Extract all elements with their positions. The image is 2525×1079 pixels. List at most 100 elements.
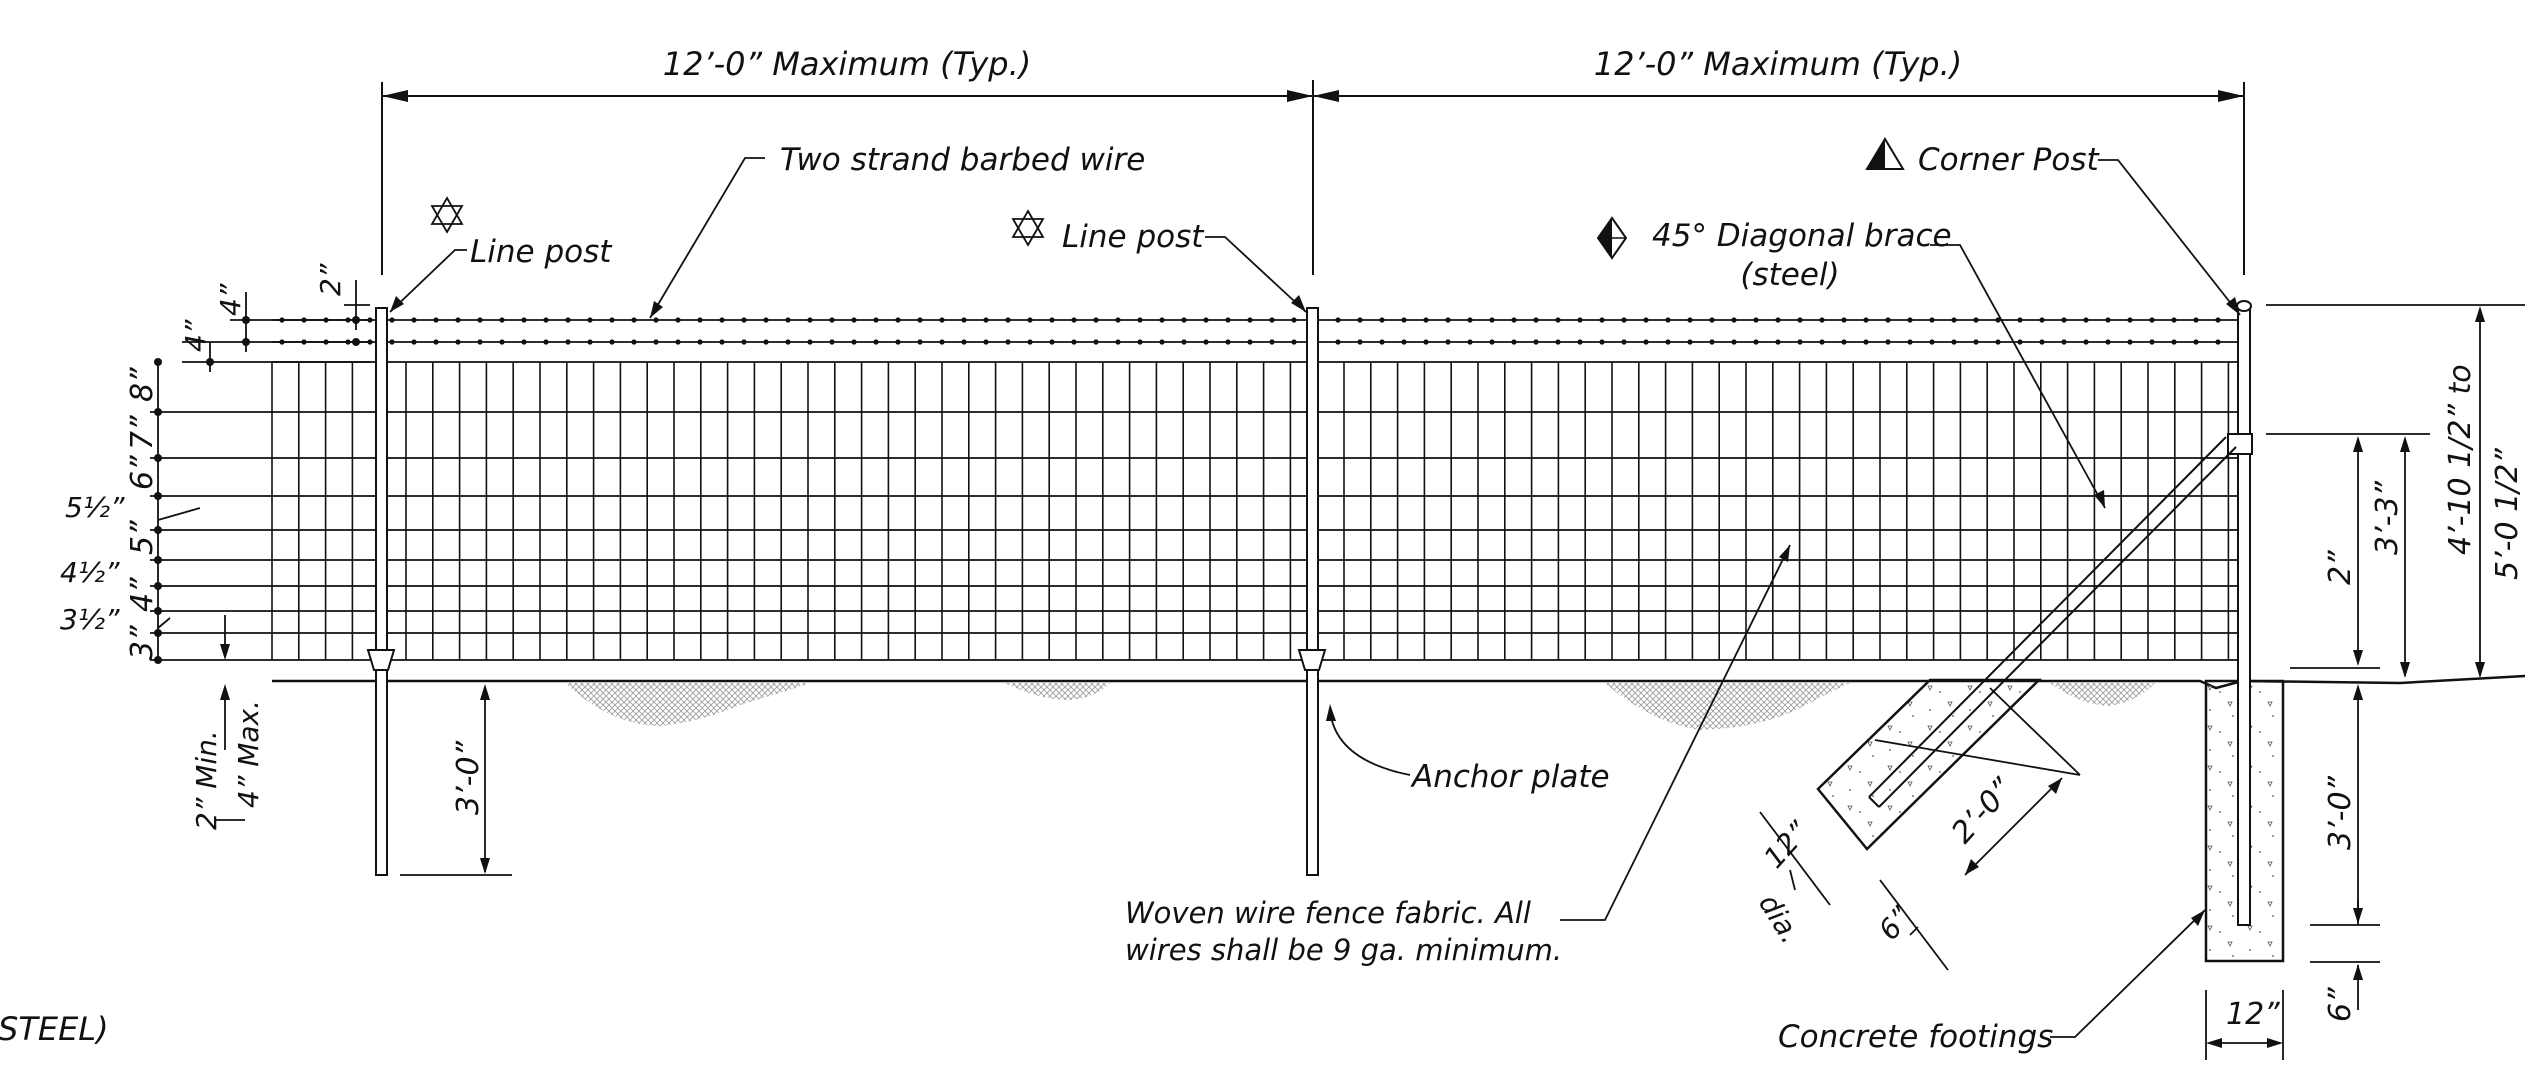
- barb: [1929, 339, 1935, 345]
- line-post-left-label: Line post: [470, 234, 613, 270]
- dim-6: 6”: [125, 455, 160, 490]
- fabric-label-2: wires shall be 9 ga. minimum.: [1125, 933, 1562, 967]
- barb: [1335, 317, 1341, 323]
- barb: [763, 317, 769, 323]
- barb: [1753, 339, 1759, 345]
- barb: [939, 317, 945, 323]
- barb: [1621, 317, 1627, 323]
- barb: [2061, 339, 2067, 345]
- barb: [1995, 317, 2001, 323]
- span-left-label: 12’-0” Maximum (Typ.): [663, 45, 1032, 83]
- barb: [1643, 339, 1649, 345]
- wire-spacing-dimensions: 8” 7” 6” 5” 4” 3” 5½” 4½” 3½” 4” 4” 2” 2…: [60, 263, 370, 830]
- barb: [2083, 339, 2089, 345]
- barb: [543, 339, 549, 345]
- dim-top-4b: 4”: [214, 283, 247, 316]
- barb: [2083, 317, 2089, 323]
- barb: [1555, 339, 1561, 345]
- barb: [1115, 339, 1121, 345]
- barb: [565, 339, 571, 345]
- barb: [1709, 339, 1715, 345]
- barb: [1555, 317, 1561, 323]
- barb: [2105, 339, 2111, 345]
- barb: [1753, 317, 1759, 323]
- barb: [1709, 317, 1715, 323]
- barb: [1995, 339, 2001, 345]
- barb: [1401, 339, 1407, 345]
- barb: [785, 317, 791, 323]
- barb: [609, 339, 615, 345]
- barb: [2017, 317, 2023, 323]
- barb: [851, 339, 857, 345]
- barb: [1225, 339, 1231, 345]
- corner-post: [2204, 300, 2285, 963]
- barbed-wire: [272, 317, 2244, 345]
- barb: [719, 317, 725, 323]
- dim-5: 5”: [125, 520, 160, 555]
- barb: [1511, 317, 1517, 323]
- barb: [653, 339, 659, 345]
- barb: [1071, 339, 1077, 345]
- star-of-david-icon: [430, 196, 464, 234]
- barb: [521, 339, 527, 345]
- barb: [1775, 317, 1781, 323]
- barb: [1203, 317, 1209, 323]
- barb: [1929, 317, 1935, 323]
- line-post-embed-dim: 3’-0”: [400, 684, 512, 876]
- barb: [455, 339, 461, 345]
- barb: [917, 339, 923, 345]
- barb: [1797, 339, 1803, 345]
- barb: [1181, 317, 1187, 323]
- barb: [1181, 339, 1187, 345]
- dim-5-5: 5½”: [65, 491, 125, 524]
- barb: [389, 339, 395, 345]
- line-post-mid-label: Line post: [1062, 219, 1205, 255]
- star-of-david-icon: [1011, 209, 1045, 247]
- barb: [565, 317, 571, 323]
- line-post-mid: [1297, 307, 1327, 876]
- barb: [653, 317, 659, 323]
- barb: [2171, 317, 2177, 323]
- span-right-label: 12’-0” Maximum (Typ.): [1594, 45, 1963, 83]
- barb: [1973, 339, 1979, 345]
- barb: [587, 339, 593, 345]
- barb: [1005, 317, 1011, 323]
- barb: [1291, 317, 1297, 323]
- dim-top-2: 2”: [314, 263, 347, 296]
- barb: [2149, 317, 2155, 323]
- barb: [1819, 317, 1825, 323]
- corner-width: 12”: [2226, 997, 2280, 1032]
- barb: [983, 317, 989, 323]
- barb: [499, 339, 505, 345]
- barb: [895, 317, 901, 323]
- diagonal-brace: [1816, 436, 2237, 851]
- barb: [895, 339, 901, 345]
- barb: [2215, 339, 2221, 345]
- brace-dia-2: dia.: [1752, 888, 1807, 949]
- barb: [477, 339, 483, 345]
- barb: [521, 317, 527, 323]
- barb: [1599, 317, 1605, 323]
- barb: [1841, 339, 1847, 345]
- corner-embed: 3’-0”: [2323, 775, 2358, 850]
- barb: [1907, 317, 1913, 323]
- fence-height-1: 4’-10 1/2” to: [2443, 364, 2478, 555]
- barb: [1973, 317, 1979, 323]
- barb: [961, 339, 967, 345]
- barb: [1225, 317, 1231, 323]
- diamond-half-filled-icon: [1596, 216, 1628, 260]
- corner-post-label: Corner Post: [1918, 142, 2100, 178]
- barb: [1489, 317, 1495, 323]
- barb: [411, 339, 417, 345]
- barb: [1863, 317, 1869, 323]
- barbed-wire-label: Two strand barbed wire: [780, 142, 1145, 178]
- barb: [1203, 339, 1209, 345]
- barb: [1577, 317, 1583, 323]
- barb: [1467, 317, 1473, 323]
- barb: [2127, 339, 2133, 345]
- barb: [587, 317, 593, 323]
- clearance-max: 4” Max.: [232, 700, 265, 808]
- corner-post-dims: 3’-3” 2” 4’-10 1/2” to 5’-0 1/2” 3’-0” 6…: [2205, 304, 2525, 1060]
- clearance-min: 2” Min.: [190, 730, 223, 830]
- corner-below: 6”: [2323, 987, 2358, 1022]
